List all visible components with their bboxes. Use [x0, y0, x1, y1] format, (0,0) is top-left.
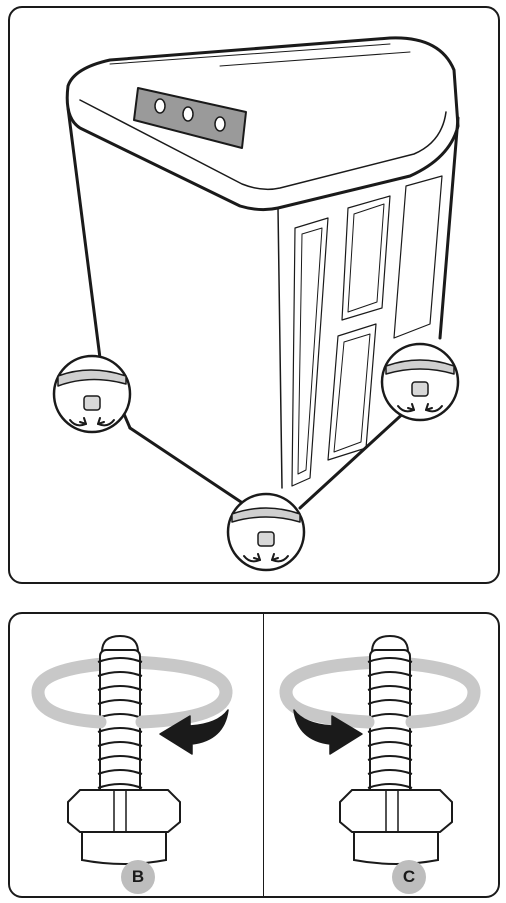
washer-illustration-panel: [8, 6, 500, 584]
washing-machine-icon: [10, 8, 502, 586]
leveling-foot-icon-left: [54, 356, 130, 432]
step-label-b: B: [121, 860, 155, 894]
screw-adjust-illustrations: [10, 614, 502, 900]
screw-b-icon: [38, 636, 228, 864]
leveling-foot-icon-center: [228, 494, 304, 570]
adjustment-panel: B C: [8, 612, 500, 898]
screw-c-icon: [286, 636, 474, 864]
leveling-foot-icon-right: [382, 344, 458, 420]
step-label-c: C: [392, 860, 426, 894]
